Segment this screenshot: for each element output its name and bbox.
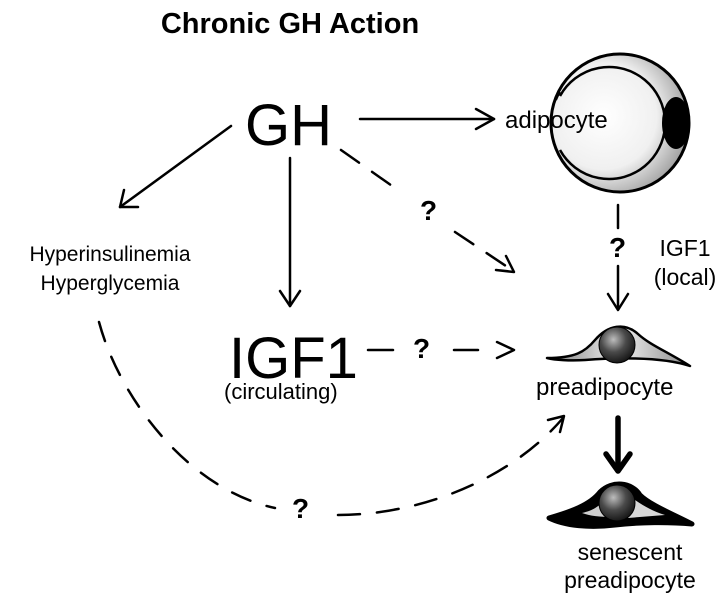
igf1-local-name: IGF1	[659, 235, 711, 261]
hyperinsulinemia-label: Hyperinsulinemia	[29, 243, 191, 266]
igf1-local-label: IGF1 (local)	[650, 234, 719, 292]
senescent-preadipocyte-label: preadipocyte	[564, 567, 696, 594]
arrow-gh-to-hyperinsulinemia	[118, 124, 233, 209]
node-senescent-preadipocyte: senescent preadipocyte	[540, 538, 719, 594]
senescent-preadipocyte-cell-icon	[546, 481, 695, 529]
dashed-arrow-hyper-to-preadipocyte	[97, 320, 566, 517]
node-adipocyte: adipocyte	[505, 107, 608, 134]
node-gh: GH	[245, 93, 332, 158]
preadipocyte-cell-icon	[545, 325, 692, 368]
node-hyperinsulinemia-hyperglycemia: Hyperinsulinemia Hyperglycemia	[0, 240, 220, 299]
dashed-arrow-gh-to-preadipocyte	[339, 148, 516, 274]
arrow-preadipocyte-to-senescent	[603, 415, 633, 474]
question-mark-gh-preadipocyte: ?	[420, 195, 438, 226]
question-mark-adipocyte-preadipocyte: ?	[609, 232, 627, 263]
diagram-title: Chronic GH Action	[160, 8, 420, 40]
adipocyte-cell-icon	[549, 52, 691, 194]
dashed-arrow-igf1-to-preadipocyte	[366, 340, 516, 360]
hyperglycemia-label: Hyperglycemia	[40, 272, 180, 296]
question-mark-hyper-preadipocyte: ?	[292, 493, 310, 524]
arrow-gh-to-adipocyte	[358, 107, 496, 131]
igf1-local-sub: (local)	[653, 263, 717, 290]
node-igf1-circulating: IGF1	[229, 326, 358, 391]
arrow-gh-to-igf1	[278, 156, 302, 308]
dashed-arrow-adipocyte-to-preadipocyte	[606, 203, 630, 312]
igf1-circulating-sublabel: (circulating)	[224, 379, 338, 404]
senescent-label: senescent	[577, 539, 683, 565]
question-mark-igf1-preadipocyte: ?	[413, 333, 431, 364]
node-preadipocyte: preadipocyte	[536, 374, 674, 401]
